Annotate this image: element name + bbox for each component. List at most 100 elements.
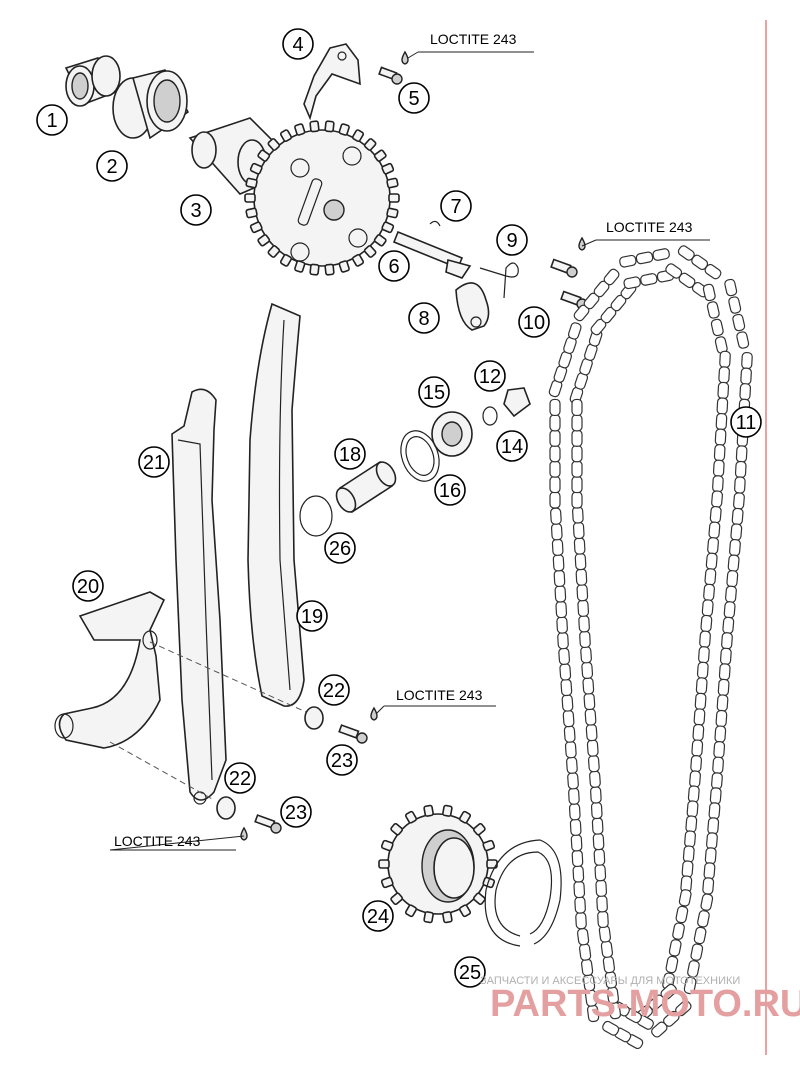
chain-link [712,475,724,493]
chain-link [560,678,573,697]
chain-link [698,646,710,664]
callout-number: 26 [329,538,351,560]
callout-5: 5 [398,82,430,114]
sprocket-tooth [458,810,472,824]
callout-10: 10 [518,306,550,338]
chain-link [721,632,733,650]
chain-link [695,677,708,695]
sprocket-tooth [423,804,434,817]
chain-link [724,278,738,297]
callout-12: 12 [474,360,506,392]
callout-number: 8 [418,308,429,330]
chain-link [719,350,731,369]
chain-link [586,739,599,757]
spring-part-9 [479,262,519,299]
chain-link [577,599,590,617]
callout-number: 9 [506,230,517,252]
chain-link [705,552,718,570]
tensioner-group [299,387,531,537]
chain-link [716,397,729,415]
bearing-ring-part [112,69,190,140]
sprocket-tooth [386,207,399,219]
camshaft-part [188,117,400,276]
callout-number: 2 [106,156,117,178]
chain-link [593,848,606,866]
sprocket-tooth [363,138,377,151]
callout-layer: 1234567891011121415161819202122222323242… [36,28,762,988]
chain-link [562,709,575,728]
callout-7: 7 [440,190,472,222]
sprocket-tooth [458,904,472,918]
chain-link [582,677,595,695]
assembly-line [149,641,307,713]
chain-link [689,770,701,788]
chain-link [597,910,609,929]
chain-link [623,276,641,290]
sprocket-tooth [380,876,394,889]
chain-link [709,505,722,524]
chain-link [587,754,600,773]
rocker-part-8 [455,282,490,331]
chain-link [668,939,682,957]
chain-link [701,599,714,617]
loctite-drop [401,50,409,65]
decompressor-lever-part [303,43,361,121]
chain-link [574,552,587,571]
sprocket-tooth [390,823,404,836]
sprocket-tooth [294,260,306,273]
chain-link [591,817,604,835]
callout-22: 22 [224,762,256,794]
sprocket-tooth [386,177,399,189]
callout-1: 1 [36,104,68,136]
chain-link [719,647,732,666]
chain-link [594,864,607,882]
chain-link [584,708,597,726]
callout-22: 22 [318,674,350,706]
chain-link [717,381,730,400]
chain-link [740,367,752,385]
chain-link [722,616,735,635]
chain-link [552,554,565,572]
chain-link [598,925,612,943]
circlip-part-25 [484,839,562,947]
callout-18: 18 [334,438,366,470]
chain-link [575,911,587,930]
chain-link [590,786,602,804]
chain-link [549,398,561,417]
chain-link [715,709,728,728]
screw-part-5 [378,66,403,85]
chain-link [702,877,715,895]
sprocket-tooth [351,129,365,143]
chain-link [714,725,727,743]
loctite-label: LOCTITE 243 [375,687,496,715]
chain-link [575,568,588,586]
chain-link [678,889,692,907]
screws-part-10 [550,258,588,310]
chain-link [713,444,726,462]
chain-link [684,830,696,848]
chain-link [619,254,637,268]
callout-9: 9 [496,224,528,256]
chain-link [712,459,725,477]
callout-8: 8 [408,302,440,334]
loctite-label: LOCTITE 243 [407,31,534,59]
chain-link [567,772,579,790]
chain-link [672,922,685,940]
sprocket-tooth [390,892,404,905]
sprocket-tooth [373,234,387,247]
chain-link [690,943,704,961]
guide-bracket-part-20 [58,591,166,749]
callout-11: 11 [730,406,762,438]
chain-link [567,322,582,340]
sprocket-tooth [373,149,387,162]
callout-number: 12 [479,366,501,388]
chain-link [600,940,614,958]
sprocket-tooth [404,810,418,824]
chain-link [733,492,745,510]
chain-link [687,785,700,803]
chain-link [730,523,743,541]
chain-link [571,429,583,447]
callout-23: 23 [280,796,312,828]
chain-link [581,661,594,679]
